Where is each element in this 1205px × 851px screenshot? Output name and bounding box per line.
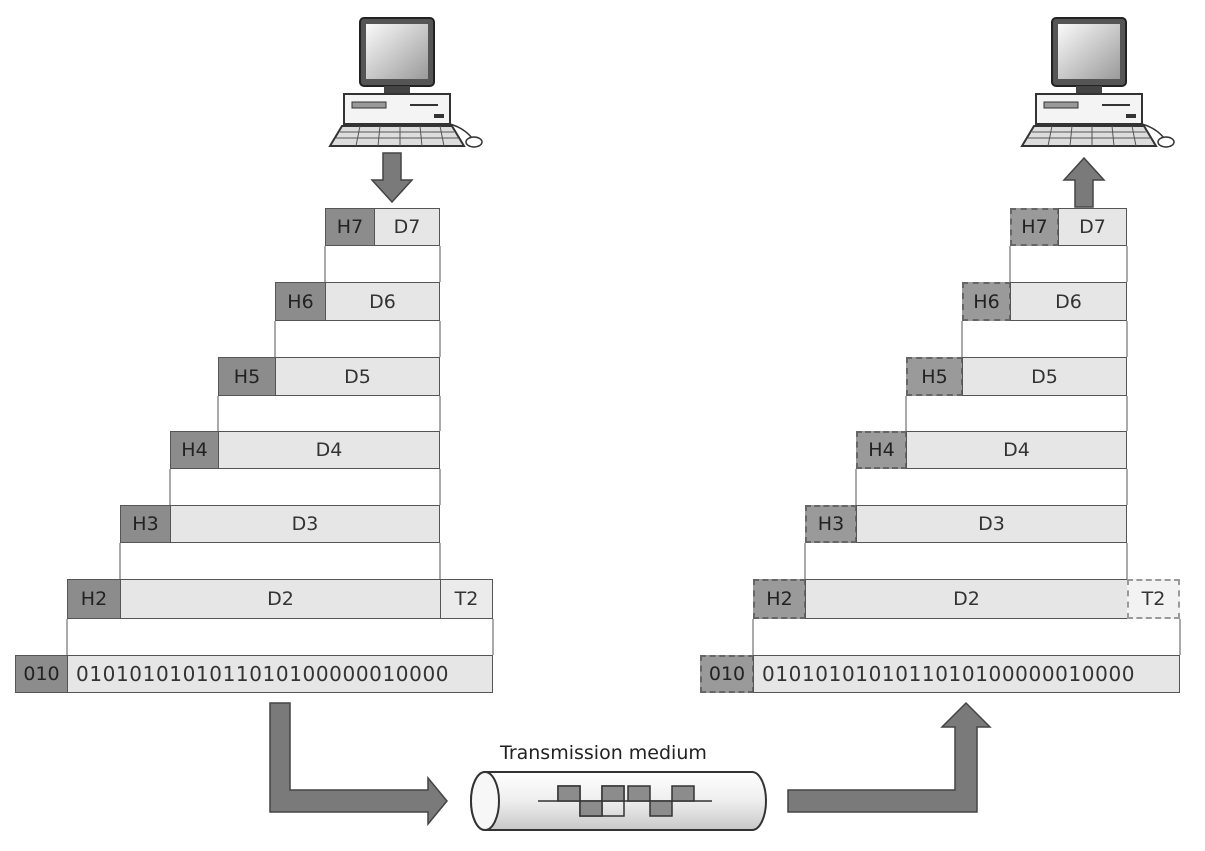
receiver-data-d2: D2 xyxy=(805,579,1128,619)
up-arrow-icon xyxy=(1062,156,1106,208)
receiver-data-d4: D4 xyxy=(906,431,1127,469)
receiver-header-h5: H5 xyxy=(906,357,963,396)
receiver-header-h3: H3 xyxy=(805,505,857,543)
receiver-bitstream: 0101010101011010100000010000 xyxy=(753,655,1180,693)
sender-header-h5: H5 xyxy=(218,357,276,396)
sender-header-h3: H3 xyxy=(120,505,171,543)
receiver-guide-lines xyxy=(752,246,1181,655)
sender-data-d2: D2 xyxy=(120,579,441,619)
sender-header-h2: H2 xyxy=(67,579,121,619)
transmission-medium-label: Transmission medium xyxy=(500,742,707,764)
receiver-header-h4: H4 xyxy=(856,431,907,469)
medium-to-receiver-arrow xyxy=(787,701,992,813)
receiver-header-h6: H6 xyxy=(962,282,1011,321)
transmission-medium-cylinder xyxy=(470,771,767,831)
sender-header-h4: H4 xyxy=(170,431,219,469)
sender-data-d3: D3 xyxy=(170,505,440,543)
receiver-data-d6: D6 xyxy=(1010,282,1127,321)
sender-data-d7: D7 xyxy=(374,208,440,246)
sender-trailer-t2: T2 xyxy=(440,579,493,619)
sender-data-d4: D4 xyxy=(218,431,440,469)
sender-to-medium-arrow xyxy=(269,702,448,827)
receiver-physical-header: 010 xyxy=(700,655,754,693)
sender-computer-icon xyxy=(328,17,483,148)
sender-data-d6: D6 xyxy=(325,282,440,321)
sender-header-h7: H7 xyxy=(325,208,375,246)
receiver-header-h2: H2 xyxy=(753,579,806,619)
sender-guide-lines xyxy=(66,246,494,655)
receiver-computer-icon xyxy=(1020,17,1175,148)
sender-physical-header: 010 xyxy=(15,655,68,693)
sender-header-h6: H6 xyxy=(275,282,326,321)
sender-data-d5: D5 xyxy=(275,357,440,396)
receiver-data-d7: D7 xyxy=(1058,208,1127,246)
receiver-data-d5: D5 xyxy=(962,357,1127,396)
sender-bitstream: 0101010101011010100000010000 xyxy=(67,655,493,693)
receiver-header-h7: H7 xyxy=(1010,208,1059,246)
receiver-trailer-t2: T2 xyxy=(1127,579,1180,619)
receiver-data-d3: D3 xyxy=(856,505,1127,543)
down-arrow-icon xyxy=(370,152,414,204)
